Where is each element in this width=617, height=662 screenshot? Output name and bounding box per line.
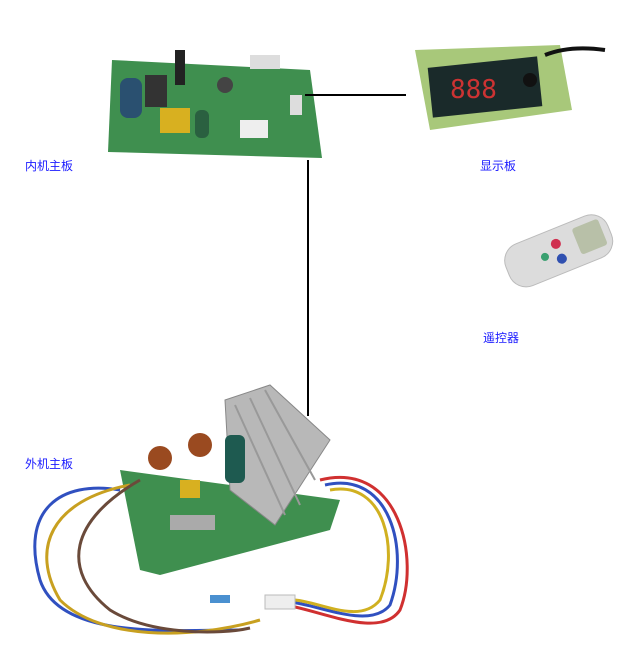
- indoor-to-display-line: [305, 94, 406, 96]
- display-board-label: 显示板: [480, 159, 517, 173]
- indoor-board-label: 内机主板: [25, 159, 74, 173]
- outdoor-board-label: 外机主板: [25, 457, 74, 471]
- indoor-board-image: [108, 50, 322, 158]
- remote-label: 遥控器: [483, 331, 520, 345]
- remote-control-image: [504, 214, 614, 288]
- outdoor-board-image: [33, 384, 409, 635]
- svg-text:888: 888: [450, 75, 497, 105]
- indoor-to-outdoor-line: [307, 160, 309, 416]
- display-board-image: 888: [415, 45, 606, 130]
